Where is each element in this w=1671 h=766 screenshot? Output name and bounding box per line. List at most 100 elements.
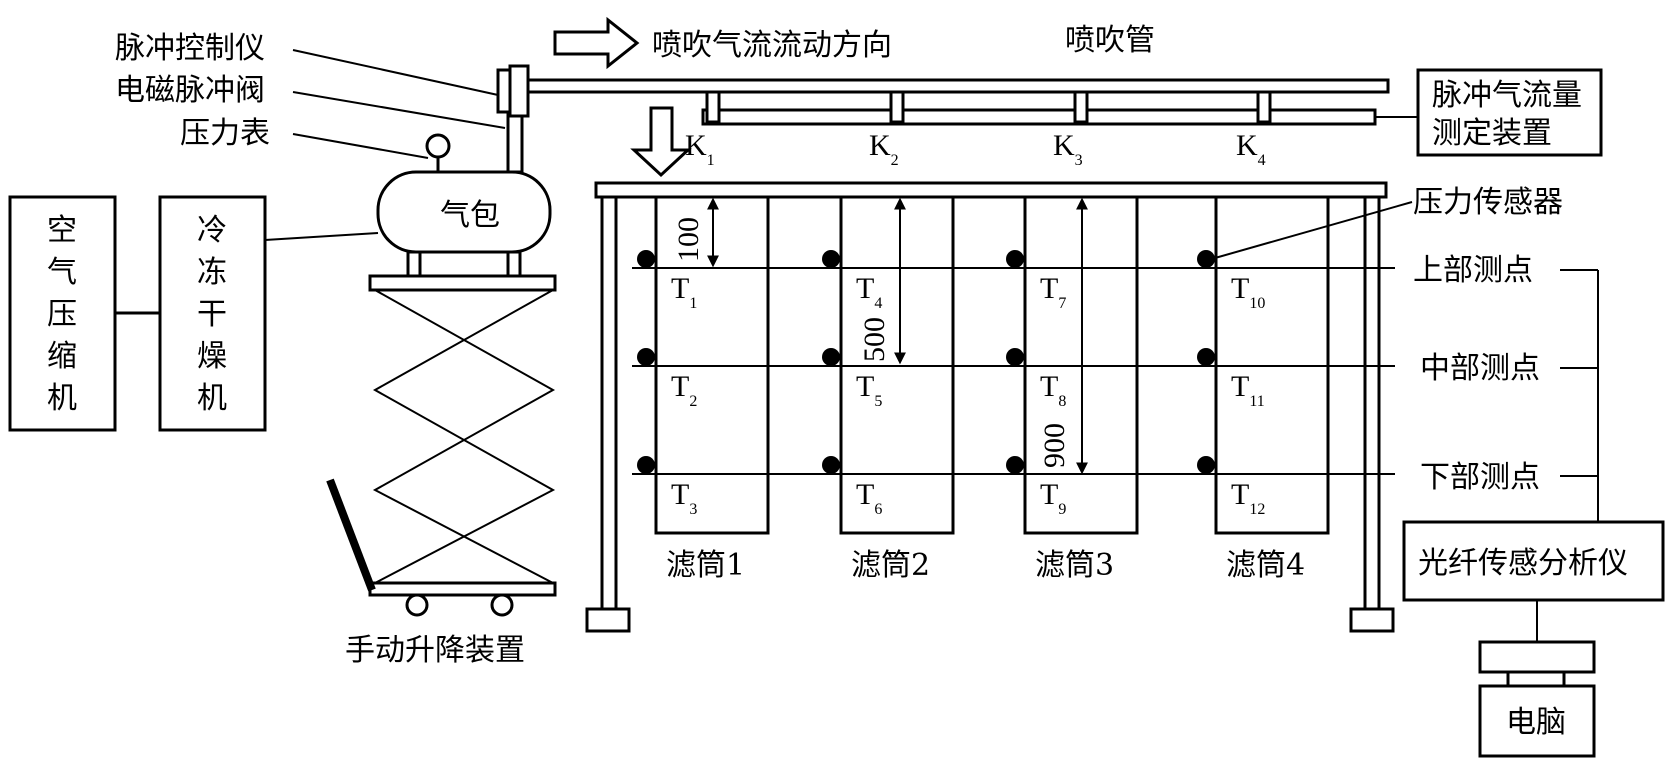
lower-point-label: 下部测点 (1420, 460, 1540, 495)
lift-scissor-a (372, 289, 556, 584)
sensor-label: T3 (671, 478, 697, 518)
sensor-label: T8 (1040, 370, 1066, 410)
nozzle-label: K2 (869, 129, 899, 169)
nozzle-3 (1073, 90, 1089, 124)
pressure-sensor-dot (637, 250, 655, 268)
blow-pipe-label: 喷吹管 (1065, 23, 1155, 58)
upper-point-label: 上部测点 (1413, 253, 1533, 288)
sensor-label: T2 (671, 370, 697, 410)
pressure-sensor-dot (822, 348, 840, 366)
air-compressor-char: 机 (47, 381, 77, 416)
dim-500-label: 500 (858, 317, 891, 362)
pulse-controller-label: 脉冲控制仪 (115, 31, 265, 66)
pressure-sensor-dot (637, 348, 655, 366)
frame-right-post (1363, 195, 1381, 611)
filter-name-label: 滤筒3 (1035, 548, 1114, 583)
lift-wheel-left (405, 593, 429, 617)
freeze-dryer-char: 机 (197, 381, 227, 416)
flow-direction-label: 喷吹气流流动方向 (652, 28, 892, 63)
nozzle-label: K3 (1053, 129, 1083, 169)
filter-name-label: 滤筒4 (1226, 548, 1305, 583)
lift-top-platform (368, 274, 557, 292)
middle-point-label: 中部测点 (1420, 351, 1540, 386)
filter-name-label: 滤筒1 (666, 548, 745, 583)
sensor-label: T4 (856, 272, 882, 312)
pressure-sensor-label: 压力传感器 (1413, 185, 1563, 220)
sensor-label: T1 (671, 272, 697, 312)
downflow-arrow (630, 106, 692, 178)
computer-box (1478, 684, 1596, 758)
computer-stand (1506, 670, 1566, 688)
pressure-gauge-label: 压力表 (180, 116, 270, 151)
sensor-label: T9 (1040, 478, 1066, 518)
flow-measure-label-1: 脉冲气流量 (1432, 78, 1582, 113)
pressure-sensor-leader (1214, 201, 1413, 259)
flow-measure-label-2: 测定装置 (1432, 116, 1552, 151)
lifting-device-label: 手动升降装置 (345, 633, 525, 668)
riser-pipe (506, 108, 524, 174)
freeze-dryer-char: 冷 (197, 213, 227, 248)
solenoid-valve-leader (292, 91, 506, 129)
flow-direction-arrow (553, 16, 640, 70)
sensor-label: T5 (856, 370, 882, 410)
tank-leg-right (506, 250, 522, 278)
pressure-sensor-dot (1006, 456, 1024, 474)
pressure-sensor-dot (822, 250, 840, 268)
frame-right-foot (1349, 607, 1395, 633)
solenoid-valve-label: 电磁脉冲阀 (115, 73, 265, 108)
freeze-dryer-char: 干 (197, 297, 227, 332)
frame-top-beam (594, 181, 1388, 199)
nozzle-label: K4 (1236, 129, 1266, 169)
pressure-sensor-dot (822, 456, 840, 474)
pressure-gauge-leader (292, 133, 429, 159)
sensor-label: T6 (856, 478, 882, 518)
sensor-label: T12 (1231, 478, 1265, 518)
lift-base (368, 581, 557, 597)
sensor-label: T7 (1040, 272, 1066, 312)
air-compressor-char: 缩 (47, 339, 77, 374)
lift-handle[interactable] (326, 478, 376, 592)
dim-100-label: 100 (672, 217, 705, 262)
air-tank-label: 气包 (440, 198, 500, 233)
nozzle-group: K1 K2 K3 K4 (685, 90, 1272, 169)
lift-wheel-right (490, 593, 514, 617)
frame-left-post (600, 195, 618, 611)
pressure-sensor-dot (1006, 348, 1024, 366)
freeze-dryer-char: 燥 (197, 339, 227, 374)
air-compressor-char: 压 (47, 297, 77, 332)
nozzle-4 (1256, 90, 1272, 124)
pulse-valve-body (508, 64, 530, 118)
flow-measure-box (1416, 68, 1603, 157)
lift-scissor-b (372, 289, 556, 584)
freeze-dryer-char: 冻 (197, 255, 227, 290)
fiber-analyzer-box (1402, 520, 1665, 602)
computer-monitor (1478, 640, 1596, 674)
air-compressor-char: 空 (47, 213, 77, 248)
pressure-sensor-dot (637, 456, 655, 474)
nozzle-2 (889, 90, 905, 124)
pressure-sensor-dot (1197, 250, 1215, 268)
tank-leg-left (406, 250, 422, 278)
nozzle-1 (705, 90, 721, 124)
computer-label: 电脑 (1506, 705, 1566, 740)
filter-name-label: 滤筒2 (851, 548, 930, 583)
pressure-sensor-dot (1197, 456, 1215, 474)
nozzle-label: K1 (685, 129, 715, 169)
fiber-analyzer-label: 光纤传感分析仪 (1418, 546, 1628, 581)
dim-900-label: 900 (1038, 423, 1071, 468)
dryer-tank-pipe (264, 232, 379, 241)
blow-pipe (526, 78, 1390, 94)
frame-left-foot (585, 607, 631, 633)
pulse-controller-leader (292, 49, 499, 96)
air-compressor-char: 气 (47, 255, 77, 290)
header-pipe (701, 108, 1377, 126)
sensor-label: T11 (1231, 370, 1265, 410)
pressure-sensor-dot (1197, 348, 1215, 366)
sensor-dot-group (637, 250, 1215, 474)
freeze-dryer-box (158, 195, 267, 432)
air-tank (376, 170, 552, 254)
